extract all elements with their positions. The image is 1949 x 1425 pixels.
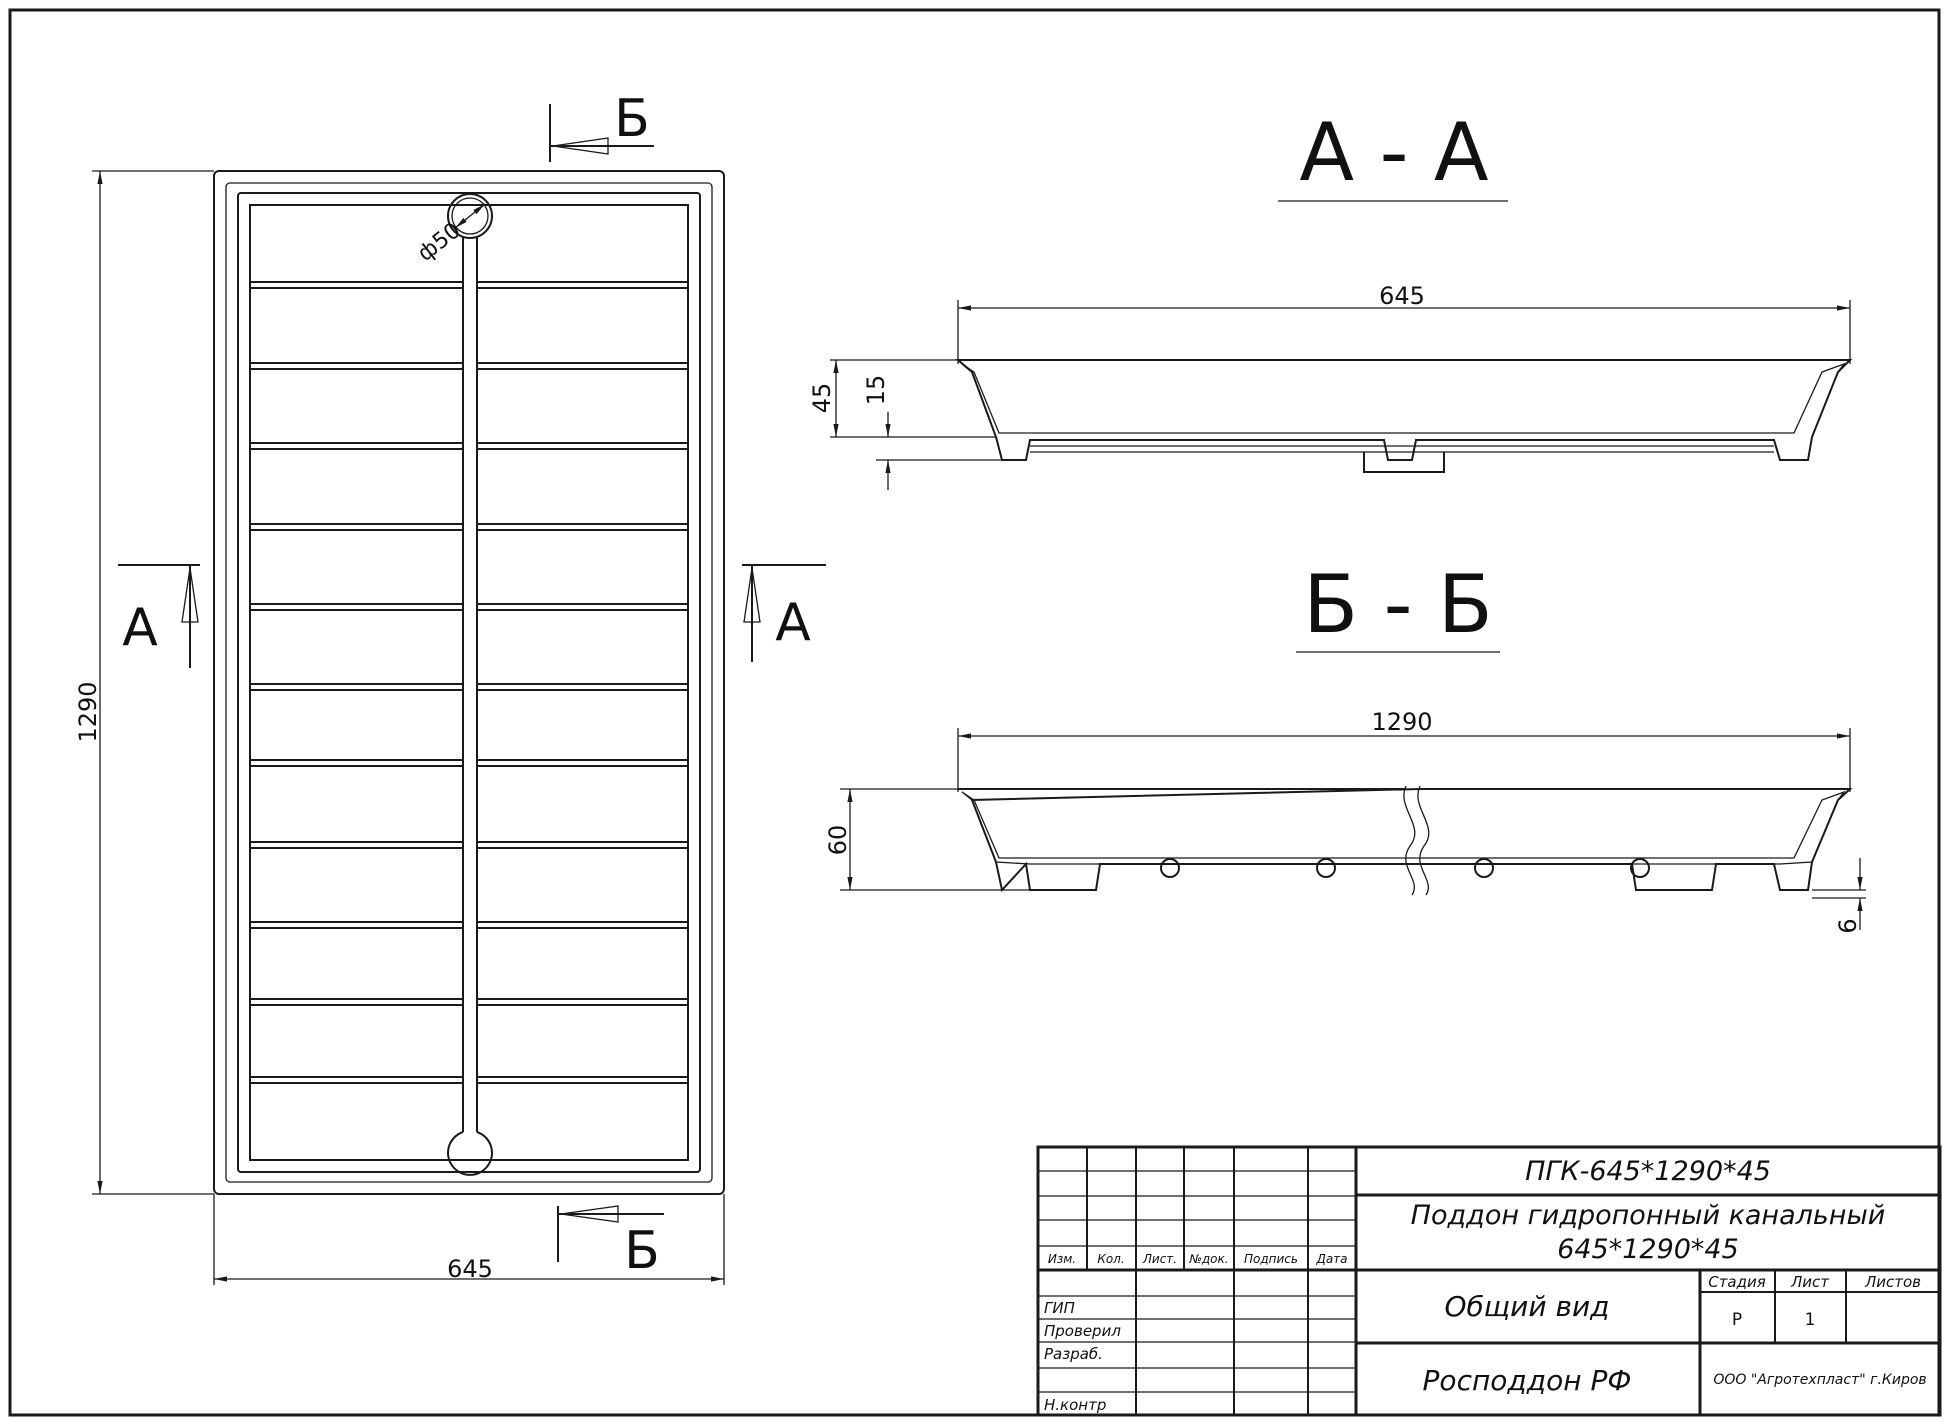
sheets-label: Листов (1864, 1273, 1921, 1291)
section-aa-height-total-label: 45 (808, 383, 836, 414)
plan-view: ф50 1290 645 (74, 89, 826, 1285)
role-checked: Проверил (1044, 1322, 1121, 1340)
stage-value: Р (1732, 1310, 1742, 1330)
company-full: ООО "Агротехпласт" г.Киров (1713, 1372, 1926, 1388)
cut-marker-b-bottom: Б (557, 1205, 664, 1281)
col-header-izm: Изм. (1048, 1252, 1076, 1266)
stage-label: Стадия (1708, 1273, 1766, 1291)
company-short: Росподдон РФ (1423, 1364, 1632, 1397)
cut-b-top-label: Б (614, 89, 650, 149)
section-bb-width-label: 1290 (1371, 708, 1432, 736)
sheet-value: 1 (1805, 1310, 1816, 1330)
sheet-label: Лист (1790, 1273, 1830, 1291)
plan-width-label: 645 (447, 1255, 493, 1283)
cut-b-bottom-label: Б (624, 1221, 660, 1281)
drawing-name-line1: Поддон гидропонный канальный (1411, 1200, 1886, 1231)
cut-marker-a-right: А (742, 564, 826, 662)
section-aa-width-label: 645 (1379, 282, 1425, 310)
section-aa-height-inner-label: 15 (862, 375, 890, 406)
title-block: Изм. Кол. Лист. №док. Подпись Дата ГИП П… (1036, 1145, 1942, 1417)
channel-ribs (250, 281, 688, 1084)
plan-width-dimension: 645 (213, 1194, 725, 1285)
col-header-data: Дата (1315, 1252, 1347, 1266)
section-aa: А - А 645 45 15 (808, 106, 1853, 490)
plan-height-dimension: 1290 (74, 170, 214, 1195)
section-bb: Б - Б 1290 60 6 (824, 558, 1866, 934)
cut-a-left-label: А (122, 598, 158, 658)
sheet-frame (8, 8, 1941, 1417)
role-norm: Н.контр (1044, 1396, 1106, 1414)
role-gip: ГИП (1044, 1299, 1075, 1317)
col-header-list: Лист. (1142, 1252, 1177, 1266)
drawing-name-line2: 645*1290*45 (1557, 1234, 1739, 1265)
plan-height-label: 1290 (74, 681, 102, 742)
cut-marker-a-left: А (118, 564, 200, 668)
view-name: Общий вид (1444, 1290, 1609, 1323)
role-developed: Разраб. (1044, 1345, 1103, 1363)
section-bb-foot-label: 6 (1834, 918, 1862, 933)
section-bb-title: Б - Б (1303, 558, 1493, 651)
drawing-code: ПГК-645*1290*45 (1525, 1156, 1771, 1187)
section-aa-title: А - А (1299, 106, 1488, 199)
cut-a-right-label: А (775, 593, 811, 653)
section-bb-height-label: 60 (824, 825, 852, 856)
col-header-kol: Кол. (1097, 1252, 1124, 1266)
cut-marker-b-top: Б (549, 89, 654, 162)
col-header-podpis: Подпись (1244, 1252, 1298, 1266)
col-header-ndok: №док. (1188, 1252, 1228, 1266)
